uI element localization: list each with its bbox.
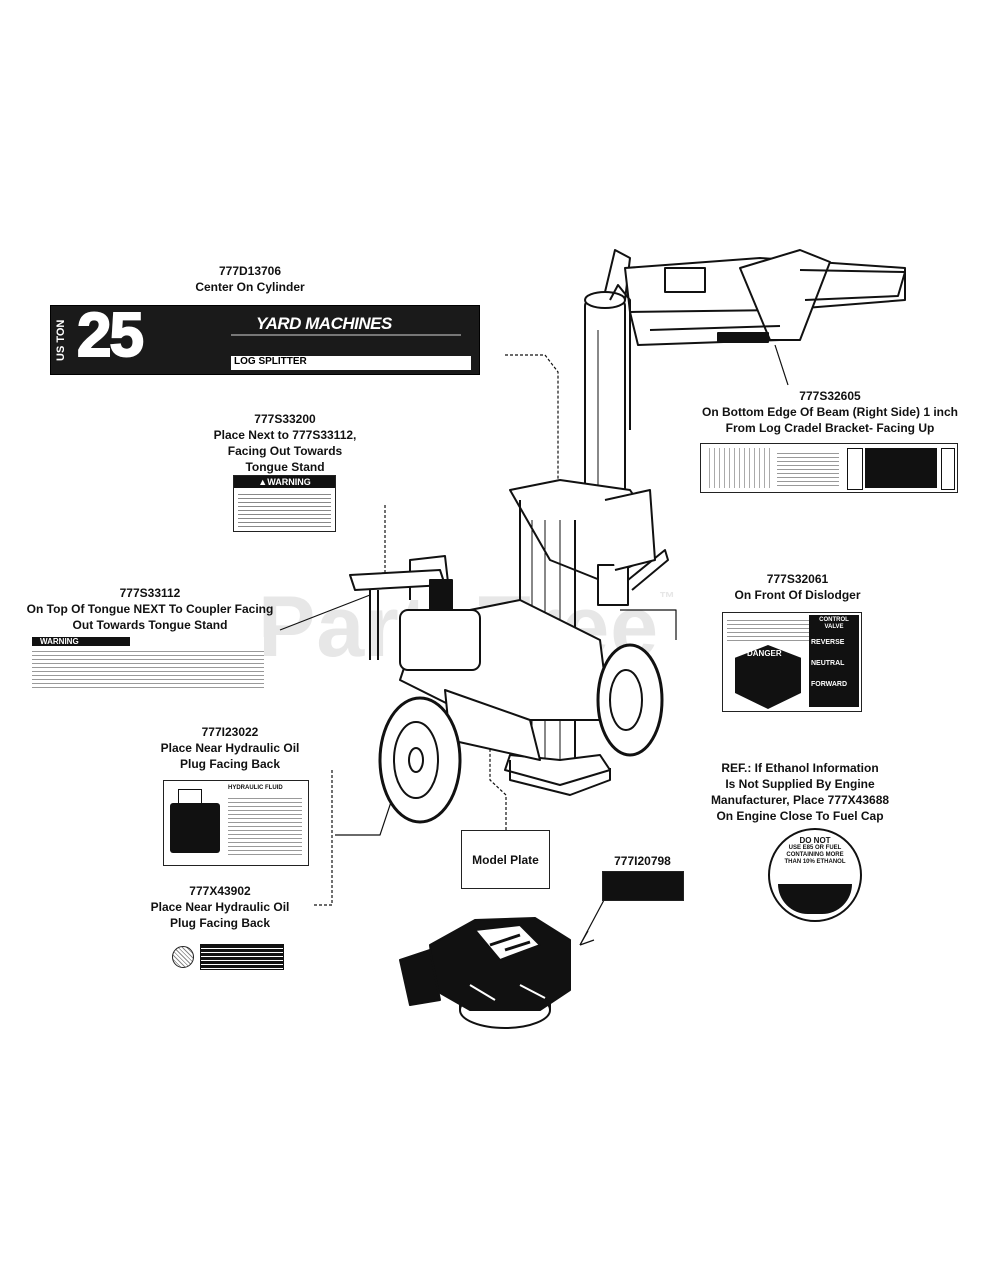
engine-illustration: [399, 917, 571, 1029]
warning-decal: ▲WARNING: [233, 475, 336, 532]
danger-control-valve-decal: DANGER CONTROL VALVE REVERSE NEUTRAL FOR…: [722, 612, 862, 712]
ref-ethanol-note: REF.: If Ethanol Information Is Not Supp…: [710, 761, 890, 823]
label-777s33112: 777S33112 On Top Of Tongue NEXT To Coupl…: [26, 586, 274, 632]
label-777x43902: 777X43902 Place Near Hydraulic Oil Plug …: [150, 884, 290, 930]
label-777s32605: 777S32605 On Bottom Edge Of Beam (Right …: [701, 389, 958, 435]
label-777s33200: 777S33200 Place Next to 777S33112, Facin…: [213, 412, 357, 474]
label-777s32061: 777S32061 On Front Of Dislodger: [734, 572, 861, 602]
splitter-illustration: [349, 284, 669, 824]
beam-illustration: [604, 249, 906, 346]
beam-warning-decal: [700, 443, 958, 493]
label-777d13706: 777D13706 Center On Cylinder: [195, 264, 305, 294]
small-decal-777x43902: [172, 942, 284, 970]
engine-decal-777i20798: [602, 871, 684, 901]
brand-decal: US TON 25 YARD MACHINES LOG SPLITTER: [50, 300, 480, 375]
label-777i20798: 777I20798: [614, 854, 671, 868]
hydraulic-fluid-decal: HYDRAULIC FLUID: [163, 780, 309, 866]
warning-instructions-decal: WARNING: [32, 637, 264, 689]
model-plate-box: Model Plate: [461, 830, 550, 889]
label-777i23022: 777I23022 Place Near Hydraulic Oil Plug …: [160, 725, 300, 771]
ethanol-decal: DO NOT USE E85 OR FUEL CONTAINING MORE T…: [768, 828, 862, 922]
